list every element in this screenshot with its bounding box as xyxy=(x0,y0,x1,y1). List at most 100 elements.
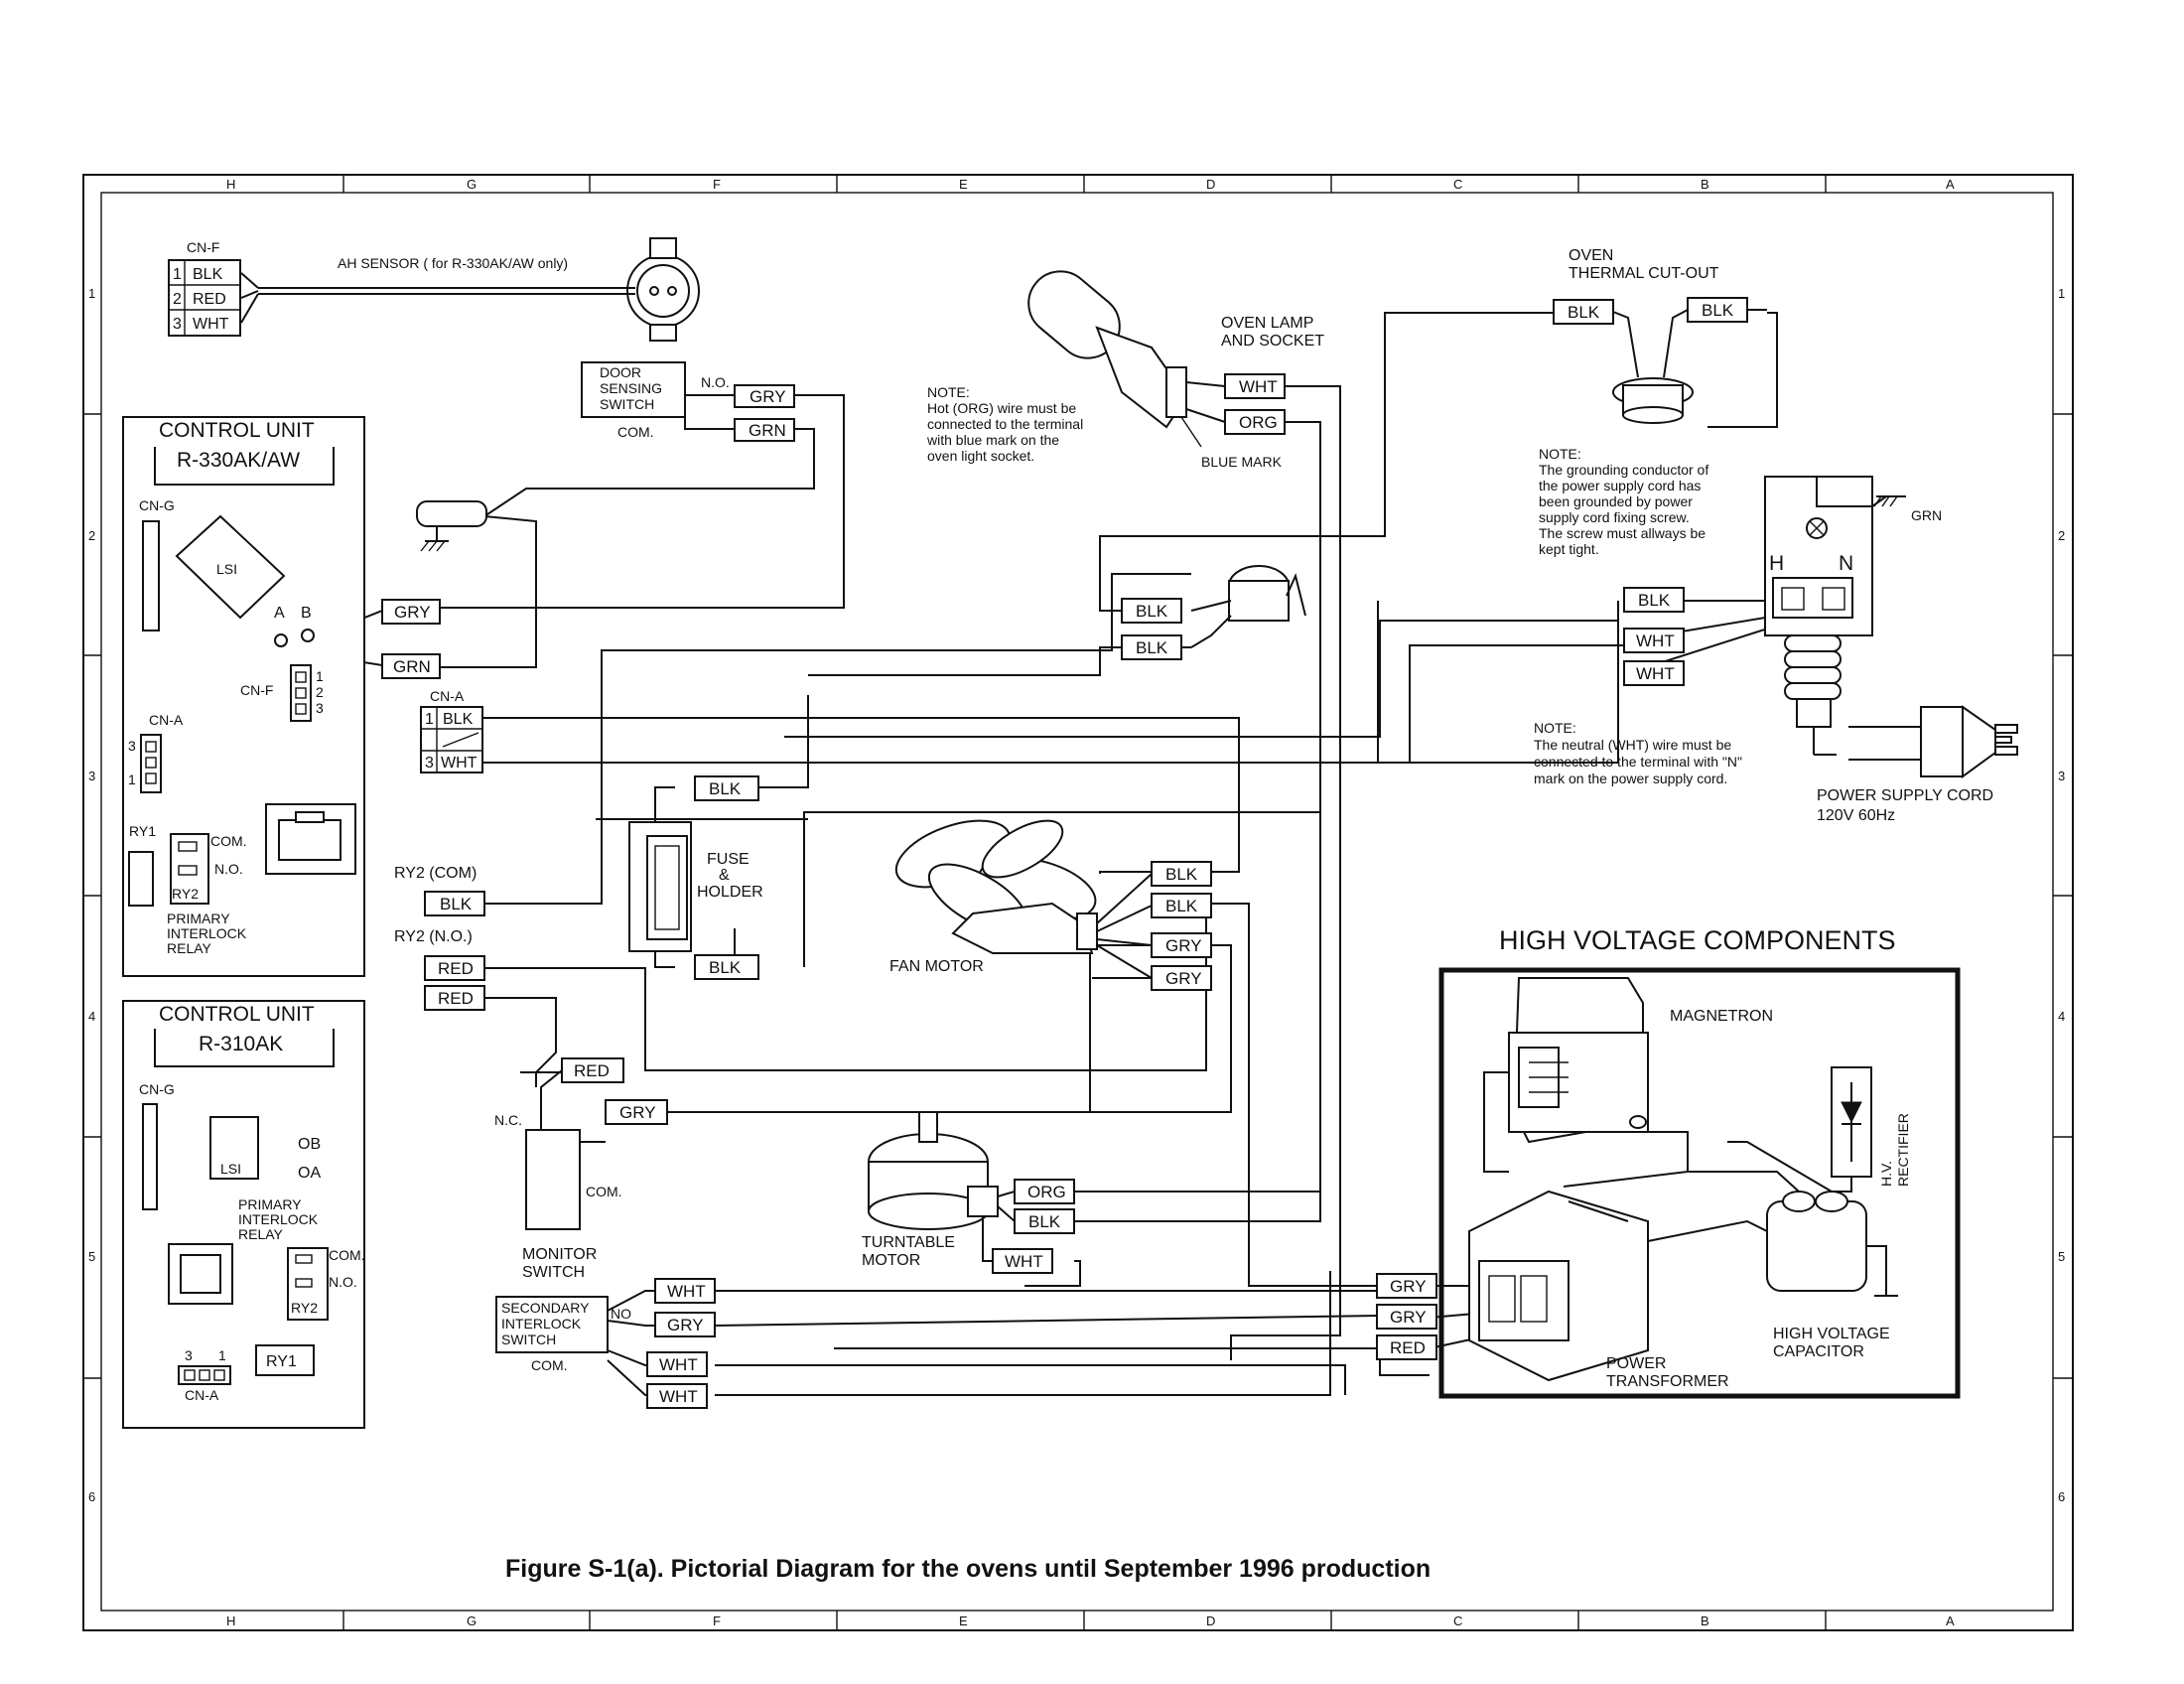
door-switch-l1: DOOR xyxy=(600,364,641,380)
grid-row-1-right: 1 xyxy=(2058,286,2065,301)
ry2-leads: RY2 (COM) BLK RY2 (N.O.) RED RED xyxy=(394,865,485,1011)
cu1-cnf: CN-F xyxy=(240,682,273,698)
tt-wht-tag: WHT xyxy=(1005,1252,1043,1271)
grid-col-d-bottom: D xyxy=(1206,1614,1215,1628)
note-hot-wire: NOTE: Hot (ORG) wire must be connected t… xyxy=(926,384,1083,464)
lamp-wht-tag: WHT xyxy=(1239,377,1278,396)
fan-blk2-tag: BLK xyxy=(1165,897,1198,915)
ry2-com-label: RY2 (COM) xyxy=(394,865,477,882)
figure-title: Figure S-1(a). Pictorial Diagram for the… xyxy=(505,1555,1431,1583)
note-neutral-l1: NOTE: xyxy=(1534,720,1576,736)
cn-a-connector: CN-A 1 BLK 3 WHT xyxy=(420,688,483,773)
cn-f-pin3-num: 3 xyxy=(173,316,182,333)
grid-row-2-right: 2 xyxy=(2058,528,2065,543)
door-grn-tag: GRN xyxy=(749,421,786,440)
note-ground-l1: NOTE: xyxy=(1539,446,1581,462)
tt-org-tag: ORG xyxy=(1027,1183,1066,1201)
door-gry-tag: GRY xyxy=(750,387,786,406)
door-switch-com: COM. xyxy=(617,424,654,440)
cn-a-title: CN-A xyxy=(430,688,465,704)
oven-lamp-socket: OVEN LAMP AND SOCKET WHT ORG BLUE MARK xyxy=(1027,270,1324,470)
cu1-com: COM. xyxy=(210,833,247,849)
cutout-l1: OVEN xyxy=(1569,247,1613,264)
note-lamp-l4: with blue mark on the xyxy=(926,432,1059,448)
secondary-com: COM. xyxy=(531,1357,568,1373)
grid-col-f-bottom: F xyxy=(713,1614,721,1628)
grid-row-2-left: 2 xyxy=(88,528,95,543)
cn-f-top-connector: CN-F 1 BLK 2 RED 3 WHT xyxy=(168,239,241,337)
cn-a-pin1-color: BLK xyxy=(443,711,474,728)
secondary-l3: SWITCH xyxy=(501,1332,556,1347)
cu2-title-2: R-310AK xyxy=(199,1033,283,1055)
door-switch-no: N.O. xyxy=(701,374,730,390)
cu1-cna: CN-A xyxy=(149,712,184,728)
ground-connector xyxy=(416,500,487,552)
rectifier-l2: RECTIFIER xyxy=(1895,1113,1911,1187)
transformer-l1: POWER xyxy=(1606,1355,1666,1372)
note-ground-l6: The screw must allways be xyxy=(1539,525,1706,541)
fuse-l2: & xyxy=(719,867,730,884)
power-cord-terminal: GRN H N POWER SUPPLY CORD 120V 60Hz xyxy=(1764,476,2018,824)
note-ground-l5: supply cord fixing screw. xyxy=(1539,509,1690,525)
note-ground-l3: the power supply cord has xyxy=(1539,478,1701,493)
cu1-cng: CN-G xyxy=(139,497,175,513)
ry2-red1-tag: RED xyxy=(438,959,474,978)
cord-wht2-tag: WHT xyxy=(1636,664,1675,683)
secondary-no: NO xyxy=(611,1306,631,1322)
turntable-motor: TURNTABLE MOTOR ORG BLK WHT xyxy=(862,1111,1075,1274)
cu1-title-2: R-330AK/AW xyxy=(177,449,300,472)
note-neutral-l3: connected to the terminal with "N" xyxy=(1534,754,1742,770)
capacitor-l1: HIGH VOLTAGE xyxy=(1773,1326,1890,1342)
therm-blk1-tag: BLK xyxy=(1136,602,1168,621)
rectifier-l1: H.V. xyxy=(1878,1161,1894,1187)
cord-wire-tags: BLK WHT WHT xyxy=(1623,587,1685,686)
power-cord-l1: POWER SUPPLY CORD xyxy=(1817,787,1993,804)
blue-mark-label: BLUE MARK xyxy=(1201,454,1283,470)
terminal-n-label: N xyxy=(1839,552,1853,575)
grid-col-b-bottom: B xyxy=(1701,1614,1709,1628)
grid-row-1-left: 1 xyxy=(88,286,95,301)
monitor-l1: MONITOR xyxy=(522,1246,597,1263)
cn-f-top-title: CN-F xyxy=(187,239,219,255)
grid-row-3-right: 3 xyxy=(2058,769,2065,783)
cn-f-pin1-num: 1 xyxy=(173,266,182,283)
cn-a-pin3: 3 xyxy=(425,755,434,772)
cu1-cnf-p3: 3 xyxy=(316,700,324,716)
cu1-relay-l3: RELAY xyxy=(167,940,212,956)
cu1-grn-tag: GRN xyxy=(393,657,431,676)
cord-blk-tag: BLK xyxy=(1638,591,1671,610)
grid-col-a-bottom: A xyxy=(1946,1614,1955,1628)
terminal-h-label: H xyxy=(1769,552,1784,575)
oven-lamp-l2: AND SOCKET xyxy=(1221,333,1324,350)
cu1-cna-p1: 1 xyxy=(128,772,136,787)
lamp-org-tag: ORG xyxy=(1239,413,1278,432)
cn-f-pin2-color: RED xyxy=(193,291,226,308)
grid-col-b-top: B xyxy=(1701,177,1709,192)
cu2-oa: OA xyxy=(298,1165,321,1182)
cn-a-pin1: 1 xyxy=(425,711,434,728)
fuse-top-blk-tag: BLK xyxy=(709,779,742,798)
grid-col-c-bottom: C xyxy=(1453,1614,1462,1628)
grid-col-a-top: A xyxy=(1946,177,1955,192)
door-sensing-switch: DOOR SENSING SWITCH N.O. COM. GRY GRN xyxy=(581,361,795,442)
fuse-l3: HOLDER xyxy=(697,884,763,901)
note-grounding: NOTE: The grounding conductor of the pow… xyxy=(1539,446,1708,557)
cu2-relay-l3: RELAY xyxy=(238,1226,284,1242)
fan-blk1-tag: BLK xyxy=(1165,865,1198,884)
tt-blk-tag: BLK xyxy=(1028,1212,1061,1231)
cn-f-pin3-color: WHT xyxy=(193,316,229,333)
tr-gry2-tag: GRY xyxy=(1390,1308,1427,1327)
note-neutral-l2: The neutral (WHT) wire must be xyxy=(1534,737,1731,753)
note-ground-l4: been grounded by power xyxy=(1539,493,1693,509)
grid-row-6-left: 6 xyxy=(88,1489,95,1504)
ah-sensor: AH SENSOR ( for R-330AK/AW only) xyxy=(338,237,700,342)
control-unit-r330: CONTROL UNIT R-330AK/AW CN-G LSI A B CN-… xyxy=(122,416,365,977)
note-ground-l2: The grounding conductor of xyxy=(1539,462,1708,478)
ah-sensor-label: AH SENSOR ( for R-330AK/AW only) xyxy=(338,255,568,271)
note-lamp-l5: oven light socket. xyxy=(927,448,1034,464)
wiring xyxy=(240,272,1778,1396)
grn-label: GRN xyxy=(1911,507,1942,523)
grid-col-e-bottom: E xyxy=(959,1614,968,1628)
grid-col-h-top: H xyxy=(226,177,235,192)
